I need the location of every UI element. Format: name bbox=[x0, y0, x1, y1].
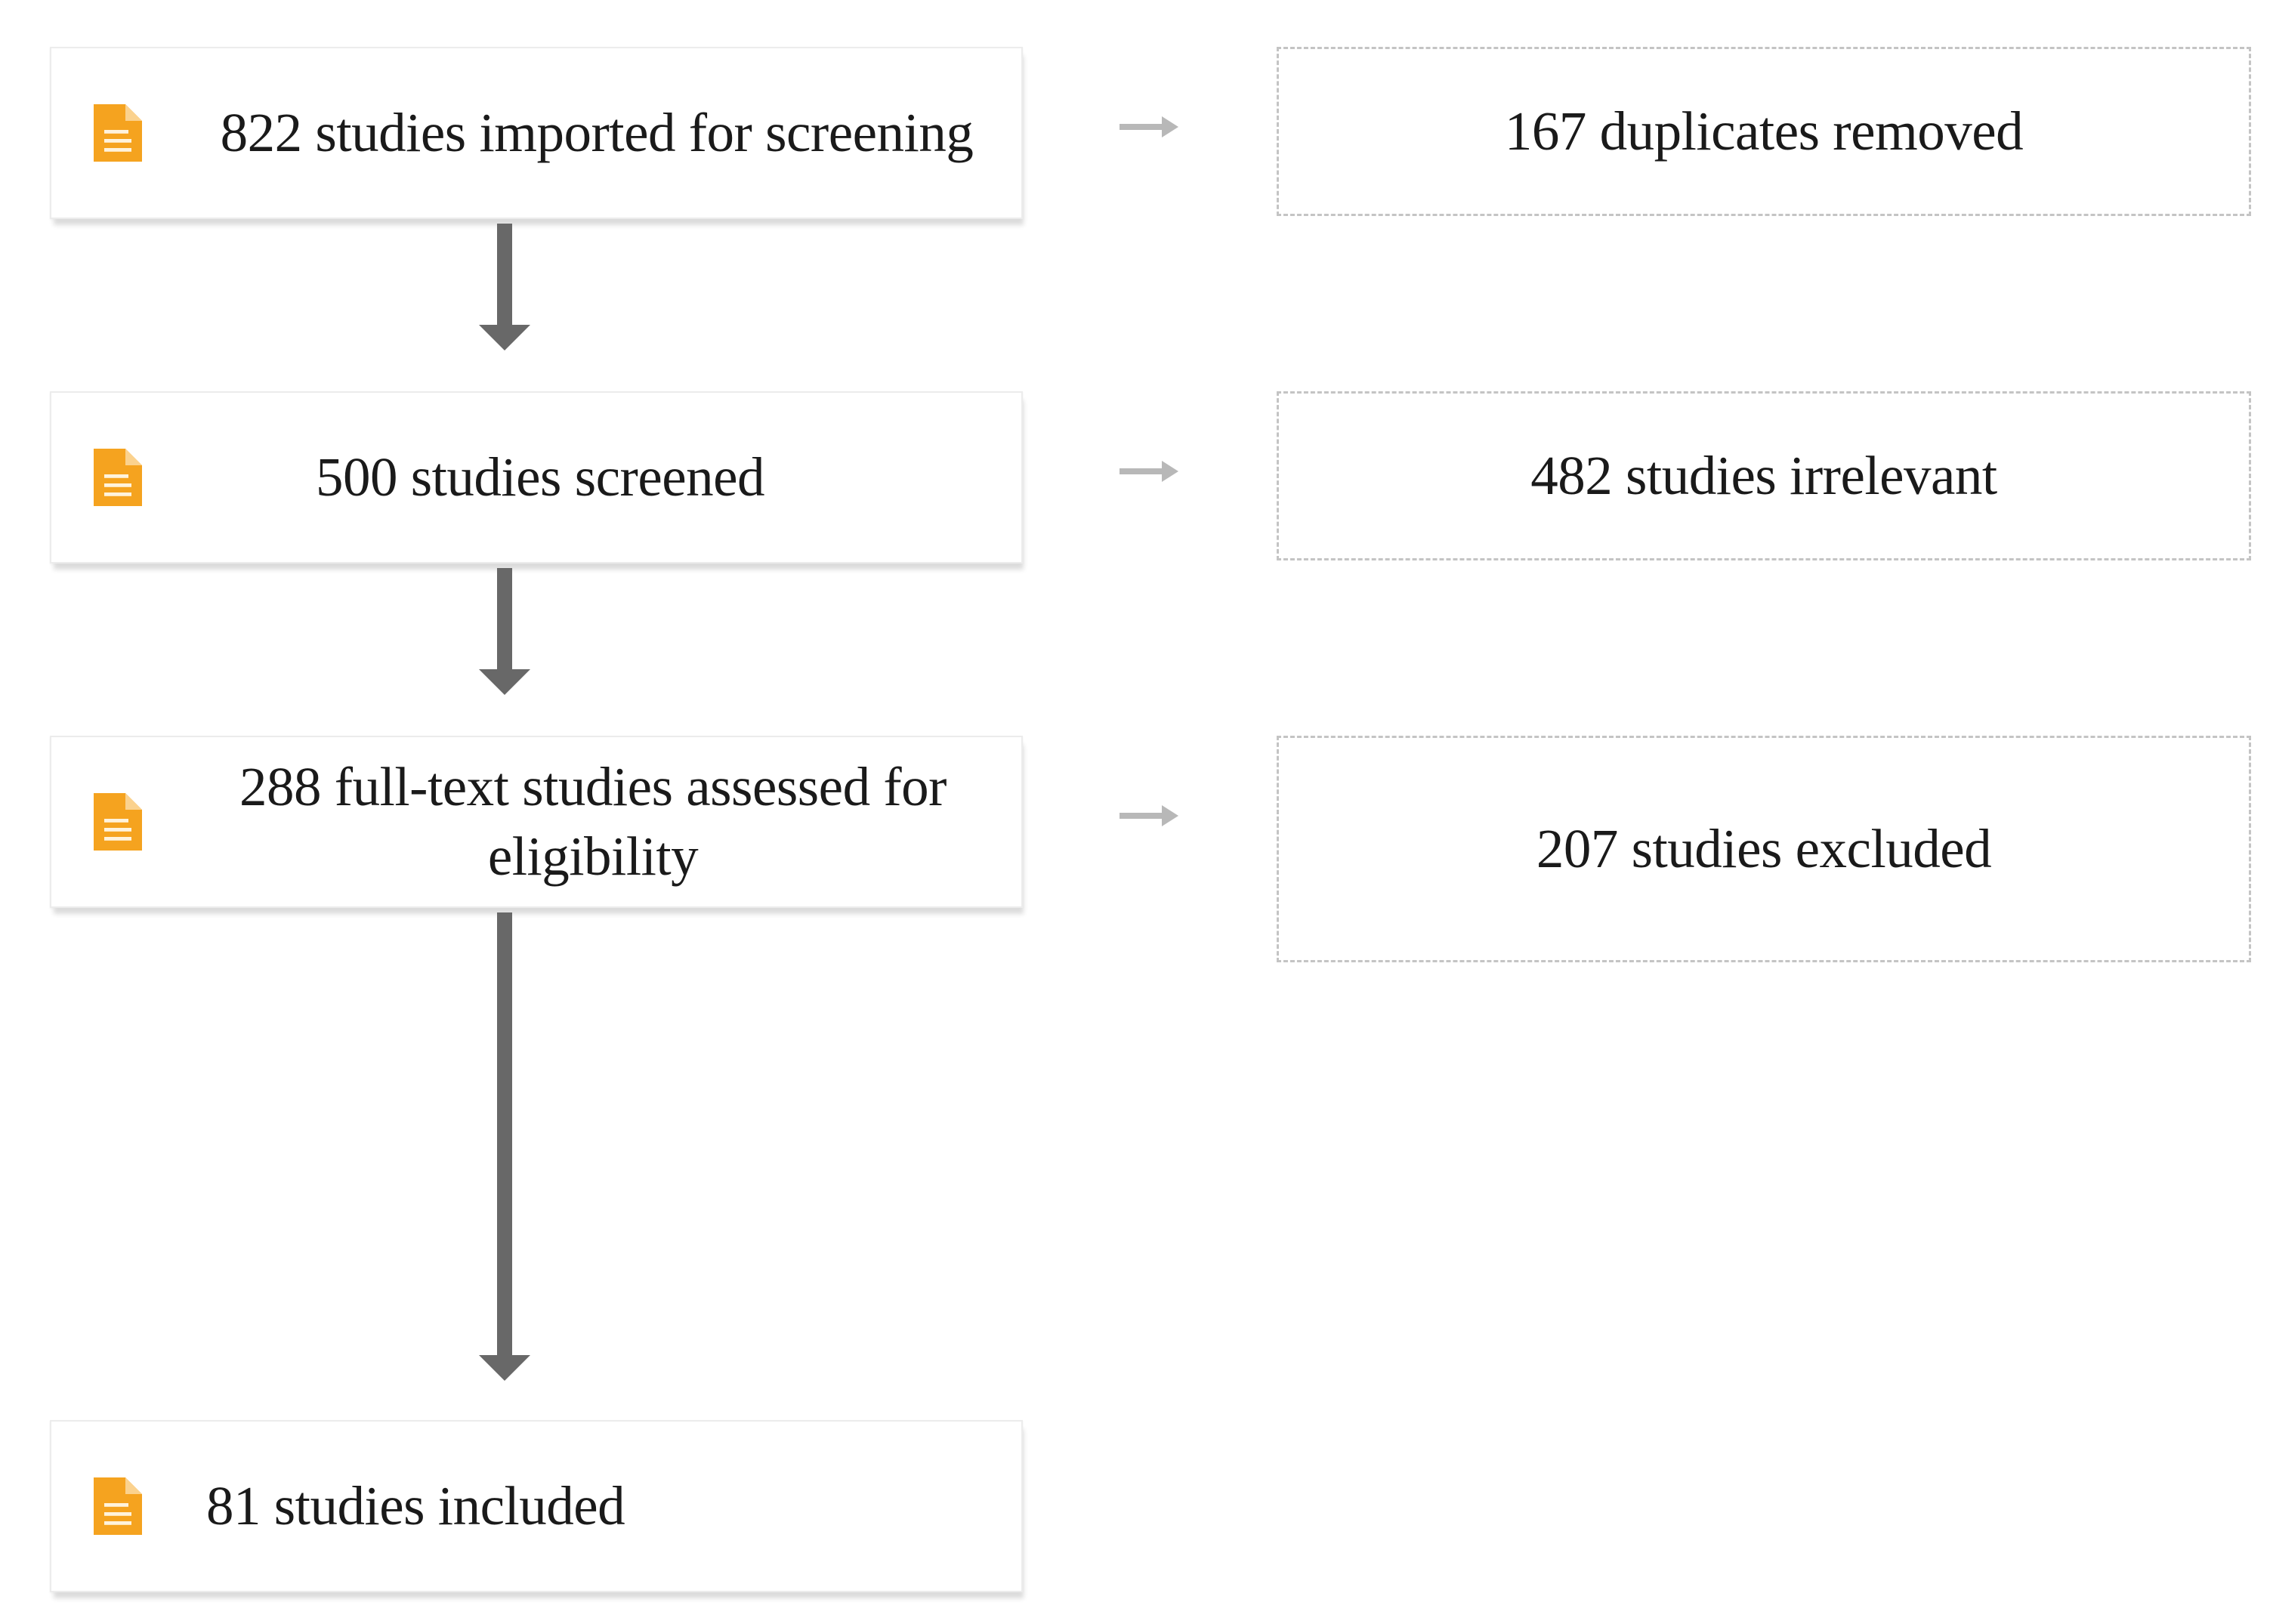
exclusion-label: 167 duplicates removed bbox=[1504, 100, 2024, 162]
step-label: 500 studies screened bbox=[315, 446, 765, 508]
flow-arrow-shaft bbox=[497, 224, 512, 337]
step-box-imported: 822 studies imported for screening bbox=[50, 47, 1023, 219]
exclusion-arrow-icon bbox=[1120, 805, 1178, 826]
exclusion-box-excluded: 207 studies excluded bbox=[1277, 736, 2251, 962]
exclusion-arrow-icon bbox=[1120, 461, 1178, 482]
document-icon bbox=[94, 1477, 142, 1535]
exclusion-label: 207 studies excluded bbox=[1536, 818, 1992, 879]
document-icon bbox=[94, 793, 142, 851]
document-icon bbox=[94, 104, 142, 162]
flow-arrow-shaft bbox=[497, 568, 512, 681]
document-icon bbox=[94, 449, 142, 506]
step-label: 822 studies imported for screening bbox=[220, 102, 974, 163]
exclusion-box-duplicates: 167 duplicates removed bbox=[1277, 47, 2251, 216]
step-label: 81 studies included bbox=[206, 1475, 625, 1536]
exclusion-arrow-icon bbox=[1120, 116, 1178, 137]
step-box-screened: 500 studies screened bbox=[50, 391, 1023, 563]
exclusion-label: 482 studies irrelevant bbox=[1530, 445, 1997, 506]
flow-arrow-head bbox=[479, 1355, 530, 1381]
flow-arrow-head bbox=[479, 669, 530, 695]
step-label: 288 full-text studies assessed for eligi… bbox=[239, 756, 947, 887]
step-box-full-text-assessed: 288 full-text studies assessed for eligi… bbox=[50, 736, 1023, 908]
step-box-included: 81 studies included bbox=[50, 1420, 1023, 1592]
flow-arrow-head bbox=[479, 325, 530, 350]
flow-arrow-shaft bbox=[497, 912, 512, 1366]
exclusion-box-irrelevant: 482 studies irrelevant bbox=[1277, 391, 2251, 560]
